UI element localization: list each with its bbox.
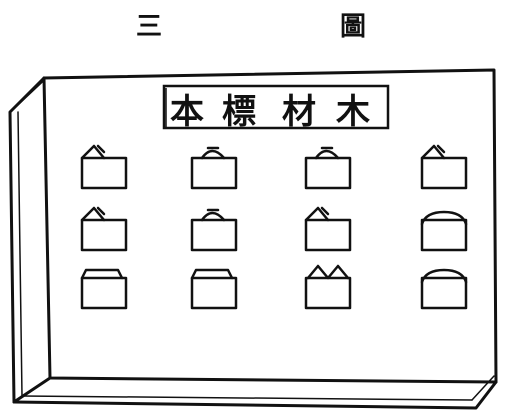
specimen-box-lid <box>420 210 468 226</box>
specimen-box <box>190 146 238 190</box>
specimen-box-lid <box>80 206 106 222</box>
specimen-box-body <box>420 156 468 190</box>
specimen-box-lid <box>304 206 330 222</box>
specimen-box <box>190 268 238 310</box>
specimen-box <box>420 144 468 190</box>
figure-number: 三 <box>136 12 163 42</box>
specimen-box-lid <box>200 146 226 160</box>
specimen-box <box>190 208 238 252</box>
specimen-box <box>80 206 128 252</box>
specimen-box-body <box>190 276 238 310</box>
specimen-grid <box>80 144 468 310</box>
specimen-box-lid <box>80 268 124 280</box>
specimen-box-body <box>190 218 238 252</box>
specimen-box <box>304 146 352 190</box>
figure-word: 圖 <box>340 12 367 42</box>
specimen-box-lid <box>420 144 446 160</box>
specimen-box-lid <box>420 268 468 284</box>
board-bottom-front <box>12 380 498 410</box>
specimen-box-lid <box>200 208 226 222</box>
board-bottom-inner-edge <box>21 395 473 401</box>
title-char-3: 材 <box>282 92 316 132</box>
specimen-box-lid <box>306 264 350 280</box>
specimen-box-body <box>304 218 352 252</box>
specimen-box-lid <box>314 146 340 160</box>
board-frame <box>8 68 498 410</box>
title-plaque: 本 標 材 木 <box>162 84 390 132</box>
specimen-box-body <box>420 276 468 310</box>
specimen-box-body <box>80 276 128 310</box>
specimen-box-body <box>190 156 238 190</box>
title-char-4: 木 <box>335 92 370 132</box>
specimen-box <box>304 264 352 310</box>
board-left-inner-edge <box>17 111 23 397</box>
specimen-box <box>420 210 468 252</box>
board-right-bottom-edge <box>471 375 495 401</box>
specimen-box-lid <box>190 268 234 280</box>
specimen-box-body <box>304 276 352 310</box>
specimen-box <box>80 268 128 310</box>
specimen-box <box>420 268 468 310</box>
specimen-box <box>304 206 352 252</box>
specimen-box-body <box>80 218 128 252</box>
title-char-1: 本 <box>170 92 204 132</box>
specimen-box <box>80 144 128 190</box>
specimen-box-body <box>80 156 128 190</box>
specimen-box-lid <box>80 144 106 160</box>
title-char-2: 標 <box>222 92 256 132</box>
board-top-edge <box>9 79 45 113</box>
specimen-box-body <box>420 218 468 252</box>
specimen-box-body <box>304 156 352 190</box>
